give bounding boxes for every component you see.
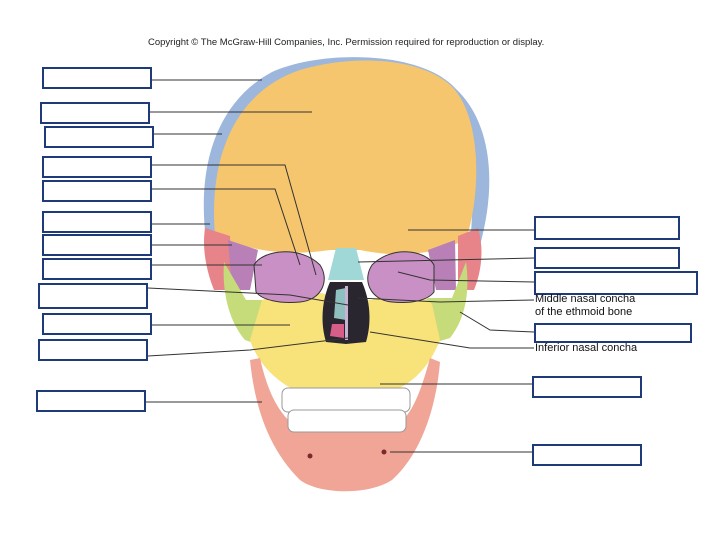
label-box[interactable] bbox=[40, 102, 150, 124]
label-box[interactable] bbox=[534, 271, 698, 295]
label-middle-nasal-concha-line2: of the ethmoid bone bbox=[535, 306, 633, 318]
label-middle-nasal-concha: Middle nasal concha of the ethmoid bone bbox=[535, 293, 635, 319]
label-box[interactable] bbox=[42, 258, 152, 280]
label-box[interactable] bbox=[42, 211, 152, 233]
label-box[interactable] bbox=[38, 339, 148, 361]
leader-lines bbox=[146, 79, 535, 453]
vomer bbox=[345, 286, 348, 340]
label-box[interactable] bbox=[42, 180, 152, 202]
frontal-bone bbox=[214, 60, 477, 255]
sphenoid-bone-right bbox=[428, 240, 456, 290]
mental-foramen-right bbox=[381, 449, 387, 455]
label-box[interactable] bbox=[42, 67, 152, 89]
label-middle-nasal-concha-line1: Middle nasal concha bbox=[535, 293, 636, 305]
label-inferior-nasal-concha: Inferior nasal concha bbox=[535, 342, 638, 354]
label-box[interactable] bbox=[42, 313, 152, 335]
label-box[interactable] bbox=[42, 156, 152, 178]
label-box[interactable] bbox=[44, 126, 154, 148]
inferior-nasal-concha bbox=[330, 324, 344, 338]
label-box[interactable] bbox=[532, 444, 642, 466]
copyright-notice: Copyright © The McGraw-Hill Companies, I… bbox=[148, 37, 545, 48]
label-box[interactable] bbox=[534, 247, 680, 269]
label-box[interactable] bbox=[534, 216, 680, 240]
nasal-bone bbox=[328, 248, 364, 280]
label-box[interactable] bbox=[36, 390, 146, 412]
label-box[interactable] bbox=[38, 283, 148, 309]
label-box[interactable] bbox=[42, 234, 152, 256]
label-box[interactable] bbox=[534, 323, 692, 343]
upper-teeth bbox=[281, 387, 411, 413]
mandible bbox=[250, 358, 440, 492]
label-box[interactable] bbox=[532, 376, 642, 398]
lower-teeth bbox=[287, 409, 407, 433]
orbit-left bbox=[253, 251, 325, 303]
mental-foramen-left bbox=[307, 453, 313, 459]
orbit-right bbox=[367, 251, 435, 303]
